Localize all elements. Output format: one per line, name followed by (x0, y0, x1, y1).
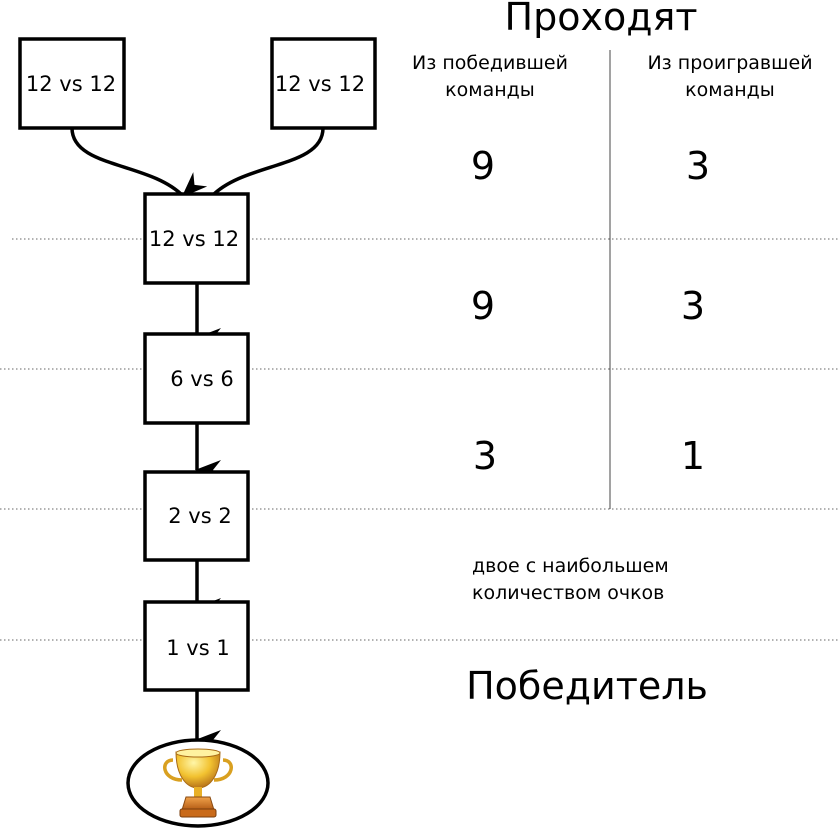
match-box-right: 12 vs 12 (270, 37, 377, 130)
match-box-round2: 6 vs 6 (143, 332, 250, 425)
match-label: 12 vs 12 (26, 72, 116, 96)
winner-label: Победитель (466, 664, 708, 708)
match-box-round1: 12 vs 12 (143, 192, 250, 285)
match-label: 2 vs 2 (168, 504, 231, 528)
match-box-final: 1 vs 1 (143, 600, 250, 692)
arrow-right-to-round1 (210, 127, 325, 220)
advance-losers-round2: 3 (681, 284, 705, 328)
match-label: 12 vs 12 (149, 227, 239, 251)
final-note-line2: количеством очков (472, 582, 664, 604)
trophy-icon (163, 748, 233, 818)
connectors (70, 127, 325, 750)
advance-winners-round3: 3 (473, 434, 497, 478)
match-box-round3: 2 vs 2 (143, 470, 250, 562)
page-title: Проходят (505, 0, 698, 39)
advance-losers-round3: 1 (681, 434, 705, 478)
advance-losers-round1: 3 (686, 144, 710, 188)
advance-winners-round2: 9 (471, 284, 495, 328)
column-header-loser-line2: команды (685, 79, 775, 101)
round-separators (0, 238, 840, 641)
match-label: 12 vs 12 (275, 72, 365, 96)
column-header-loser-line1: Из проигравшей (647, 52, 812, 74)
final-note-line1: двое с наибольшем (472, 555, 669, 577)
match-label: 6 vs 6 (170, 367, 233, 391)
advance-winners-round1: 9 (471, 144, 495, 188)
winner-node (126, 738, 270, 828)
arrow-left-to-round1 (70, 127, 208, 198)
match-box-left: 12 vs 12 (18, 37, 126, 130)
match-label: 1 vs 1 (166, 636, 229, 660)
column-header-winner-line2: команды (445, 79, 535, 101)
column-header-winner-line1: Из победившей (412, 52, 568, 74)
